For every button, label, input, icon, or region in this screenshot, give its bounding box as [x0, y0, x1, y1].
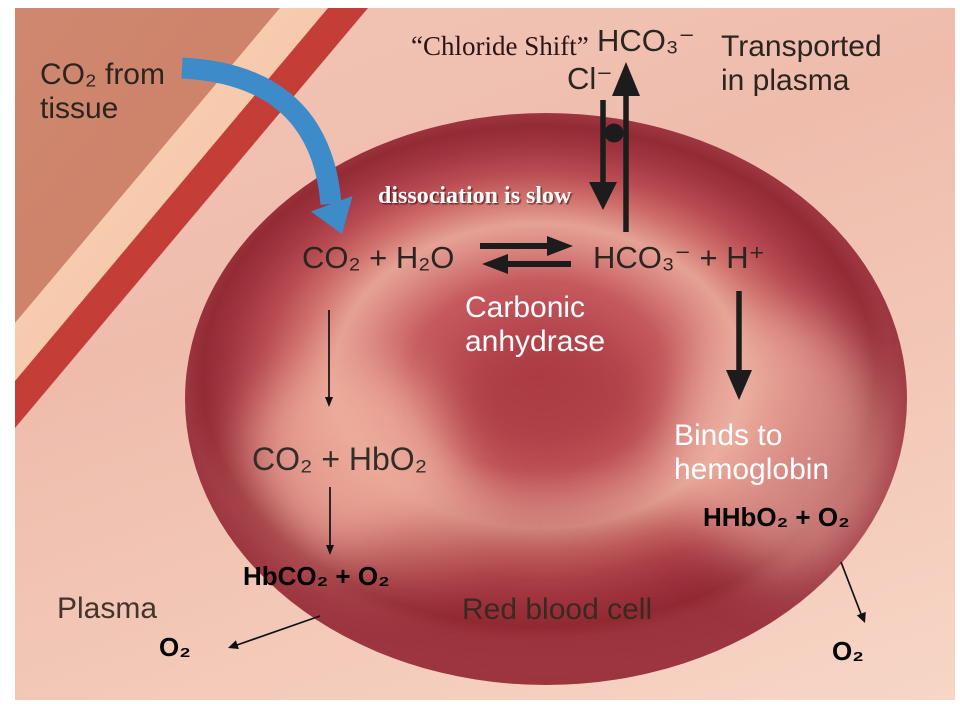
hco3-efflux-arrow: [612, 62, 640, 232]
co2-h2o-label: CO₂ + H₂O: [302, 240, 455, 275]
equilibrium-forward-arrow: [480, 236, 573, 256]
hco3-hplus-label: HCO₃⁻ + H⁺: [593, 240, 765, 275]
hplus-to-hemoglobin-arrow: [726, 291, 752, 400]
chloride-shift-title: “Chloride Shift”: [411, 31, 589, 61]
o2-release-right-arrow: [840, 561, 866, 623]
binds-to-hemoglobin-label: Binds to hemoglobin: [674, 419, 830, 486]
hbo2-to-hbco2-arrow: [326, 487, 334, 555]
chloride-ion-label: Cl⁻: [567, 61, 613, 96]
co2-entry-arrow: [181, 57, 353, 234]
cell-center-dip: [450, 328, 650, 468]
dissociation-note: dissociation is slow: [378, 183, 572, 209]
cell-highlight-lower: [295, 463, 485, 583]
o2-release-left-arrow: [228, 615, 321, 649]
cl-influx-arrow: [589, 100, 617, 210]
red-blood-cell-label: Red blood cell: [462, 593, 653, 626]
cell-lower-shade: [335, 513, 765, 633]
plasma-label: Plasma: [57, 592, 158, 625]
co2-from-tissue-label: CO₂ from tissue: [40, 58, 165, 125]
hco3-plasma-label: HCO₃⁻: [597, 23, 695, 58]
anion-exchanger-dot: [604, 123, 624, 143]
co2-hbo2-label: CO₂ + HbO₂: [252, 441, 428, 477]
equilibrium-reverse-arrow: [482, 254, 571, 274]
cell-highlight-right: [675, 313, 885, 573]
o2-left-label: O₂: [159, 632, 191, 662]
figure-canvas: CO₂ from tissue “Chloride Shift” HCO₃⁻ C…: [15, 8, 955, 700]
co2-to-hbo2-arrow: [325, 310, 333, 407]
carbonic-anhydrase-label: Carbonic anhydrase: [465, 291, 606, 358]
transported-in-plasma-label: Transported in plasma: [721, 30, 882, 97]
hhbo2-o2-label: HHbO₂ + O₂: [703, 502, 850, 532]
hbco2-o2-label: HbCO₂ + O₂: [243, 561, 390, 591]
o2-right-label: O₂: [832, 636, 864, 666]
arrow-layer: [181, 57, 866, 649]
red-blood-cell-shape: [185, 113, 907, 685]
